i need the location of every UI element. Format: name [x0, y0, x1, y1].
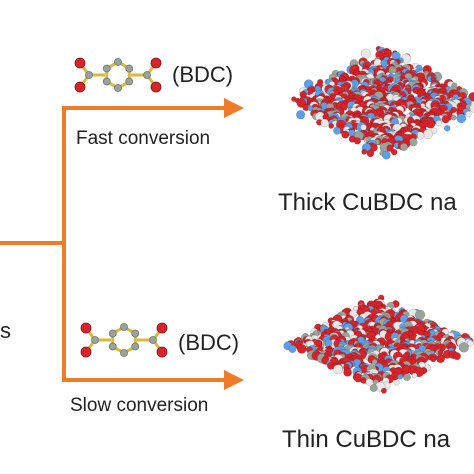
carbon-atom — [131, 342, 140, 351]
top-arrow-head — [224, 98, 244, 118]
bdc-molecule-top — [74, 57, 162, 93]
carbon-atom — [108, 329, 117, 338]
oxygen-atom — [80, 346, 92, 358]
atom — [360, 124, 367, 131]
atom — [360, 48, 371, 59]
atom — [366, 149, 375, 158]
atom — [353, 137, 362, 145]
atom — [469, 103, 474, 114]
left-text-fragment: s — [0, 318, 11, 343]
atom — [443, 125, 451, 132]
carbon-atom — [120, 349, 128, 357]
bdc-label-bottom: (BDC) — [178, 330, 240, 355]
atom — [340, 103, 348, 111]
atom — [423, 129, 433, 139]
fast-conversion-label: Fast conversion — [76, 128, 211, 149]
carbon-atom — [114, 84, 122, 92]
slow-conversion-label: Slow conversion — [70, 395, 209, 416]
atom — [397, 373, 404, 380]
carbon-atom — [143, 71, 151, 79]
atom — [333, 364, 343, 375]
carbon-atom — [120, 323, 128, 331]
atom — [296, 110, 306, 120]
carbon-atom — [125, 77, 134, 86]
atom — [436, 354, 446, 364]
atom — [365, 378, 373, 386]
atom — [371, 358, 378, 365]
atom — [458, 342, 469, 353]
atom — [441, 115, 450, 124]
atom — [414, 309, 426, 320]
atom — [333, 126, 342, 135]
carbon-atom — [102, 77, 111, 86]
atom — [380, 387, 387, 394]
bdc-molecule-bottom — [80, 322, 168, 358]
atom — [296, 344, 307, 354]
oxygen-atom — [74, 57, 86, 69]
atom — [403, 373, 411, 382]
atom — [288, 344, 297, 353]
carbon-atom — [85, 71, 93, 79]
oxygen-atom — [156, 346, 168, 358]
atom — [341, 130, 350, 139]
thin-nanosheet-label: Thin CuBDC na — [282, 426, 451, 453]
carbon-atom — [102, 64, 111, 73]
atom — [399, 142, 409, 152]
benzene-ring — [105, 60, 131, 90]
atom — [343, 367, 352, 377]
atom — [359, 376, 367, 384]
thin-nanosheet-render — [283, 294, 474, 394]
atom — [408, 137, 418, 147]
atom — [390, 148, 398, 156]
atom — [411, 372, 418, 379]
atom — [453, 352, 461, 361]
thick-nanosheet-label: Thick CuBDC na — [278, 189, 457, 216]
atom — [296, 98, 307, 108]
bottom-arrow-head — [224, 370, 244, 390]
atom — [320, 118, 329, 128]
atom — [386, 144, 394, 152]
bdc-label-top: (BDC) — [172, 62, 234, 87]
carbon-atom — [149, 336, 157, 344]
atom — [361, 148, 368, 155]
atom — [393, 379, 400, 386]
oxygen-atom — [74, 81, 86, 93]
carbon-atom — [131, 329, 140, 338]
carbon-atom — [108, 342, 117, 351]
branch-arrows — [0, 106, 228, 382]
oxygen-atom — [150, 57, 162, 69]
atom — [465, 110, 472, 118]
atom — [450, 114, 457, 121]
atom — [328, 123, 335, 129]
thick-nanosheet-render — [291, 45, 474, 160]
oxygen-atom — [156, 322, 168, 334]
carbon-atom — [91, 336, 99, 344]
carbon-atom — [114, 58, 122, 66]
atom — [381, 150, 391, 160]
atom — [430, 356, 437, 363]
oxygen-atom — [150, 81, 162, 93]
atom — [369, 384, 378, 392]
atom — [435, 119, 443, 127]
oxygen-atom — [80, 322, 92, 334]
carbon-atom — [125, 64, 134, 73]
atom — [307, 105, 314, 112]
atom — [456, 113, 467, 124]
